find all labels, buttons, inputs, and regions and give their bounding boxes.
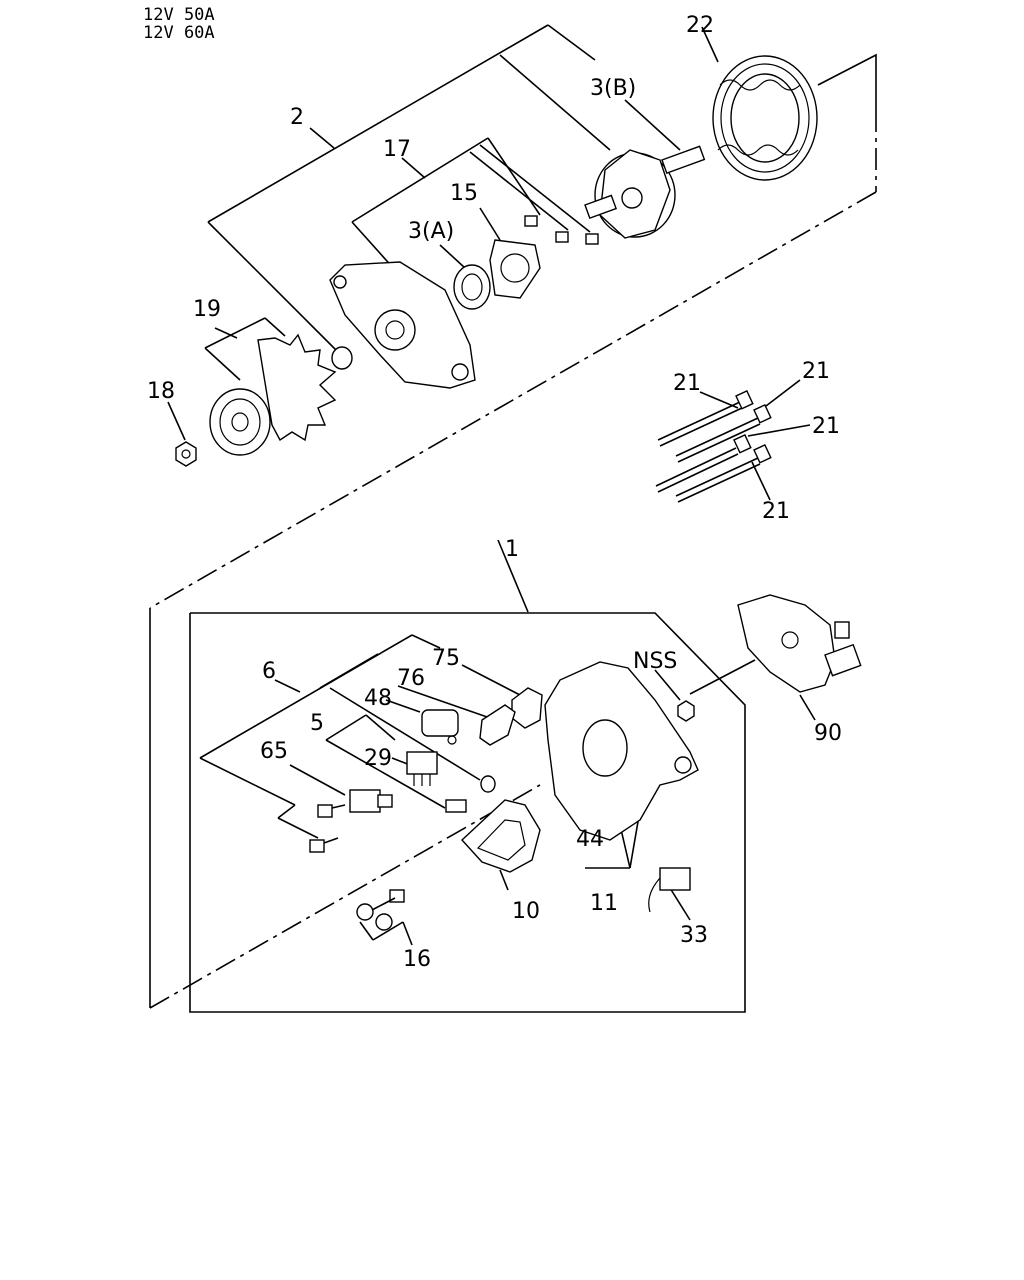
callout-48: 48 — [364, 686, 392, 711]
regulator-part — [737, 594, 862, 693]
spacer-part — [331, 346, 353, 370]
lower-assembly-frame — [189, 539, 746, 1013]
callout-15: 15 — [450, 181, 478, 206]
front-bracket-part — [329, 261, 476, 389]
callout-90: 90 — [814, 721, 842, 746]
ic-regulator-part — [421, 709, 459, 745]
header-line-1: 12V 50A — [143, 5, 215, 25]
callout-76: 76 — [397, 666, 425, 691]
stator-coil-part — [701, 26, 818, 181]
bolts-65 — [309, 804, 346, 853]
retainer-plate-part — [489, 239, 541, 299]
header-line-2: 12V 60A — [143, 23, 215, 43]
callout-19: 19 — [193, 297, 221, 322]
callout-6: 6 — [262, 659, 276, 684]
callout-5: 5 — [310, 711, 324, 736]
screws-17 — [524, 215, 599, 245]
connector-65-part — [349, 789, 393, 813]
nss-nut-part — [677, 700, 695, 722]
callout-nss: NSS — [633, 649, 677, 674]
callout-3b: 3(B) — [590, 76, 636, 101]
callout-21-b: 21 — [802, 359, 830, 384]
callout-10: 10 — [512, 899, 540, 924]
rectifier-part — [461, 799, 541, 873]
brush-holder-part — [479, 687, 543, 746]
connector-33-part — [648, 867, 691, 913]
callout-33: 33 — [680, 923, 708, 948]
callout-21-d: 21 — [762, 499, 790, 524]
callout-22: 22 — [686, 13, 714, 38]
clip-part — [445, 799, 467, 813]
callout-21-a: 21 — [673, 371, 701, 396]
callout-44: 44 — [576, 827, 604, 852]
callout-17: 17 — [383, 137, 411, 162]
callout-21-c: 21 — [812, 414, 840, 439]
pulley-nut-part — [175, 441, 197, 467]
upper-assembly-frame — [149, 53, 877, 1009]
lower-leader-lines — [199, 634, 816, 946]
callout-1: 1 — [505, 537, 519, 562]
callout-65: 65 — [260, 739, 288, 764]
through-bolts-21 — [655, 379, 811, 503]
callout-16: 16 — [403, 947, 431, 972]
callout-2: 2 — [290, 105, 304, 130]
bearing-part — [453, 264, 491, 310]
rear-housing-part — [544, 661, 699, 841]
bolts-16 — [356, 889, 405, 931]
callout-labels: 22 3(B) 2 17 15 3(A) 19 18 21 21 21 21 1… — [147, 13, 842, 972]
callout-75: 75 — [432, 646, 460, 671]
callout-11: 11 — [590, 891, 618, 916]
callout-18: 18 — [147, 379, 175, 404]
callout-29: 29 — [364, 746, 392, 771]
washer-part — [480, 775, 496, 793]
pulley-fan-part — [209, 333, 337, 456]
rotor-part — [584, 145, 706, 239]
terminal-29-part — [406, 751, 438, 786]
callout-3a: 3(A) — [408, 219, 454, 244]
